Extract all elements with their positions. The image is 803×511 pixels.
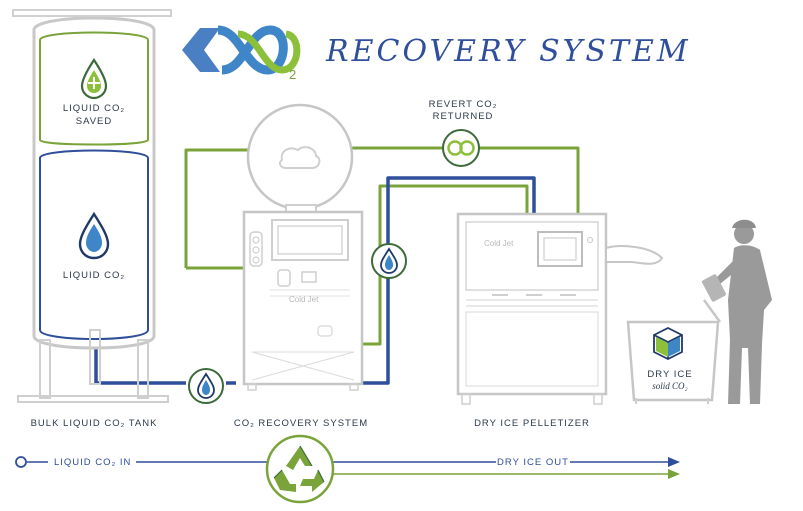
tank-saved-label-1: LIQUID CO₂ [63,103,125,114]
co2-logo: 2 [182,25,301,82]
tank-caption: BULK LIQUID CO₂ TANK [31,418,158,429]
blue-pipe-up [362,176,536,385]
green-pipe-loop [184,148,250,268]
page-title: RECOVERY SYSTEM [325,34,691,69]
revert-label-2: RETURNED [433,111,494,122]
pipe-drop-icon-green [371,243,407,279]
pelletizer-brand-text: Cold Jet [484,239,514,248]
liquid-drop-icon [78,211,110,260]
pelletizer-machine [456,212,664,405]
tank-saved-label-2: SAVED [76,116,113,127]
dry-ice-bin [626,299,722,404]
logo-subscript: 2 [289,67,296,82]
tank-liquid-label: LIQUID CO₂ [63,270,125,281]
green-pipe-top [352,146,580,214]
recovery-brand-text: Cold Jet [289,295,319,304]
dry-ice-cube-icon [653,326,683,361]
revert-label-1: REVERT CO₂ [429,99,498,110]
pipe-drop-icon-blue [188,368,224,404]
worker-silhouette [702,219,772,404]
pelletizer-caption: DRY ICE PELLETIZER [474,418,590,429]
recovery-caption: CO₂ RECOVERY SYSTEM [234,418,368,429]
dry-ice-label: DRY ICE [647,369,692,380]
saved-drop-icon [80,58,108,100]
flow-in-label: LIQUID CO₂ IN [54,457,131,468]
dry-ice-sublabel: solid CO₂ [652,381,687,391]
flow-out-label: DRY ICE OUT [497,457,569,468]
recovery-machine [242,103,364,391]
recycle-icon [265,434,335,504]
revert-loop-icon [442,129,480,167]
flow-arrows [15,456,680,479]
